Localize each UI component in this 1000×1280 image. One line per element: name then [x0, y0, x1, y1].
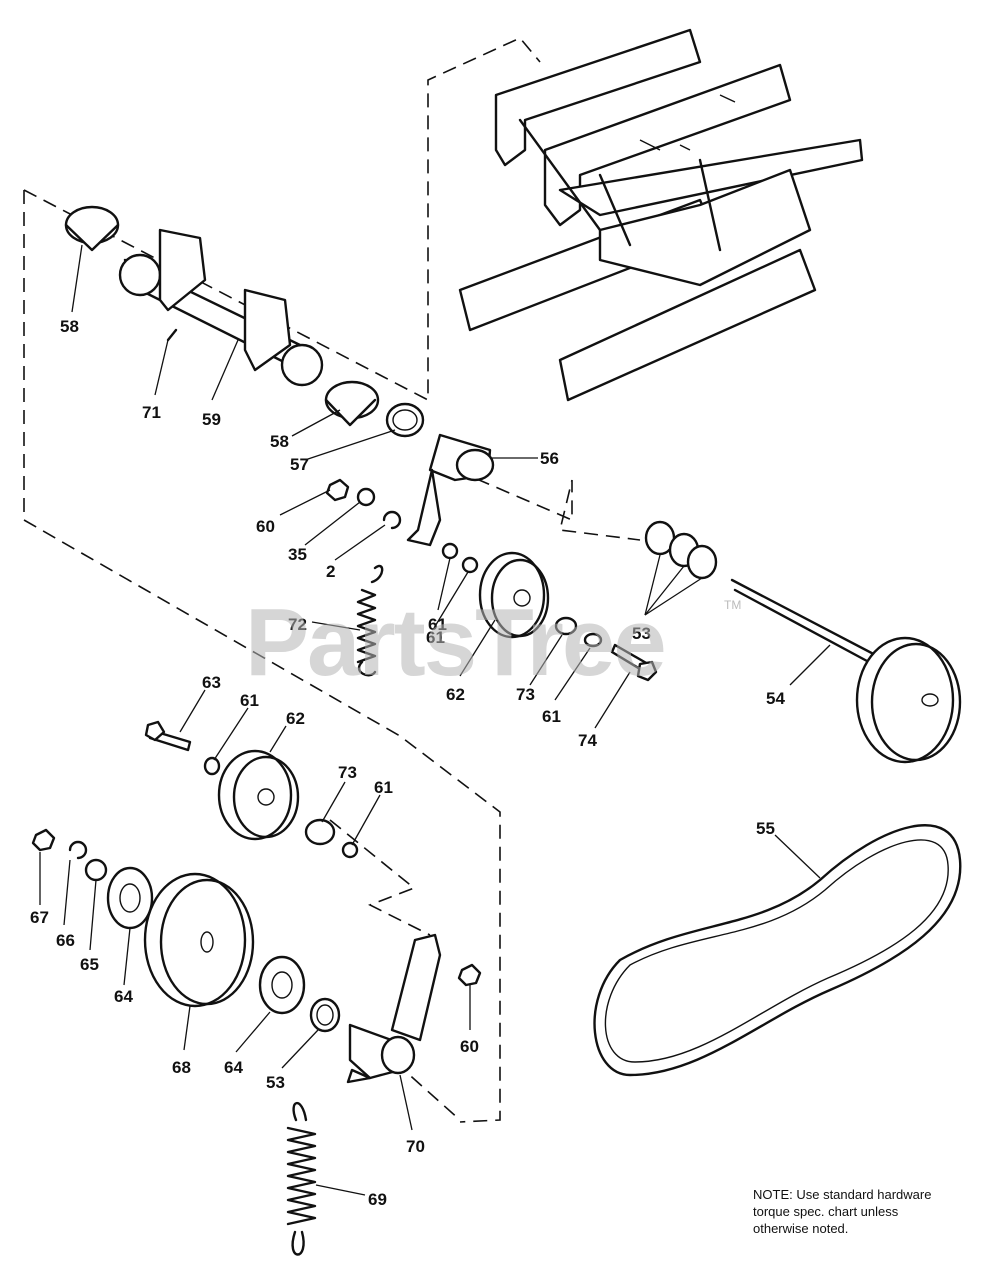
callout-58: 58 [60, 317, 79, 336]
spring-69 [286, 1101, 317, 1256]
callout-65: 65 [80, 955, 99, 974]
callout-73: 73 [338, 763, 357, 782]
callout-56: 56 [540, 449, 559, 468]
note-line: otherwise noted. [753, 1221, 849, 1236]
callout-61: 61 [542, 707, 561, 726]
callout-64: 64 [114, 987, 133, 1006]
callout-60: 60 [256, 517, 275, 536]
callout-71: 71 [142, 403, 161, 422]
callout-61: 61 [240, 691, 259, 710]
callout-61: 61 [428, 615, 447, 634]
drive-shaft-54 [730, 578, 962, 764]
callout-62: 62 [286, 709, 305, 728]
nut-washer-clip-upper [325, 478, 402, 530]
trademark-mark: TM [724, 598, 742, 612]
callout-53: 53 [266, 1073, 285, 1092]
callout-69: 69 [368, 1190, 387, 1209]
callout-53: 53 [632, 624, 651, 643]
callout-62: 62 [446, 685, 465, 704]
callout-64: 64 [224, 1058, 243, 1077]
lower-pulley-stack [31, 828, 341, 1033]
callout-58: 58 [270, 432, 289, 451]
callout-63: 63 [202, 673, 221, 692]
note-line: torque spec. chart unless [753, 1204, 899, 1219]
leader-lines [39, 244, 831, 1196]
callout-35: 35 [288, 545, 307, 564]
callout-74: 74 [578, 731, 597, 750]
callout-66: 66 [56, 931, 75, 950]
torque-note: NOTE: Use standard hardware torque spec.… [753, 1186, 973, 1237]
note-line: NOTE: Use standard hardware [753, 1187, 932, 1202]
dashed-assembly-lines [23, 37, 641, 1123]
callout-54: 54 [766, 689, 785, 708]
spring-72 [356, 564, 384, 677]
callout-73: 73 [516, 685, 535, 704]
idler-arm-lower [346, 933, 482, 1084]
callout-2: 2 [326, 562, 335, 581]
pivot-tube-assembly [64, 205, 380, 427]
belt-55 [593, 824, 962, 1077]
callout-55: 55 [756, 819, 775, 838]
idler-arm-upper [385, 402, 495, 547]
callout-67: 67 [30, 908, 49, 927]
lift-frame [458, 28, 864, 402]
callout-60: 60 [460, 1037, 479, 1056]
callout-59: 59 [202, 410, 221, 429]
callout-70: 70 [406, 1137, 425, 1156]
callout-57: 57 [290, 455, 309, 474]
pulley-upper [441, 542, 658, 682]
callout-labels: 58 71 59 58 57 56 60 35 2 72 61 61 62 73… [30, 317, 785, 1209]
lower-hardware [144, 720, 359, 859]
callout-68: 68 [172, 1058, 191, 1077]
rings-53-upper [644, 520, 718, 580]
watermark-text: PartsTree [245, 589, 667, 696]
callout-72: 72 [288, 615, 307, 634]
callout-61: 61 [374, 778, 393, 797]
callout-61: 61 [426, 628, 445, 647]
